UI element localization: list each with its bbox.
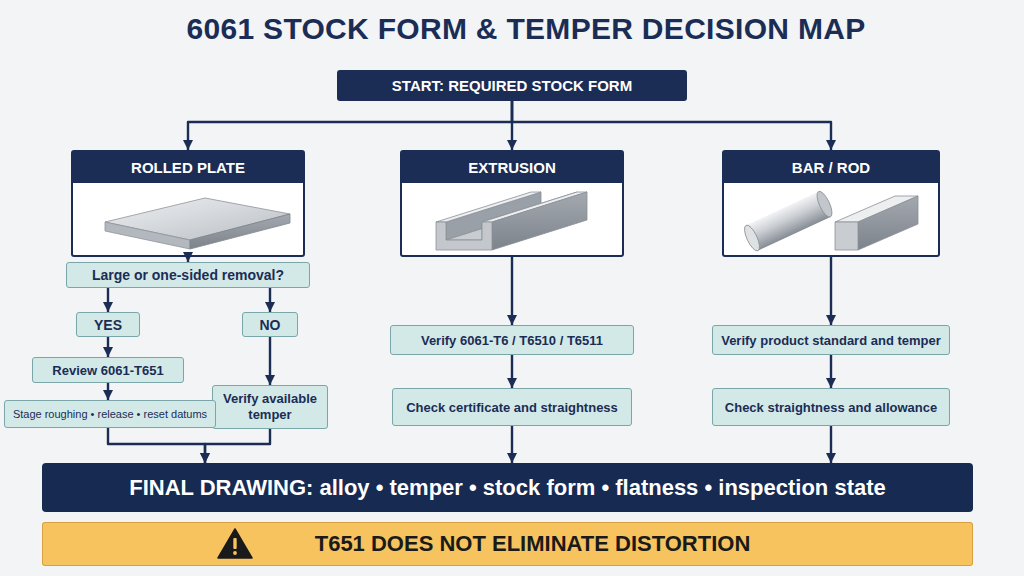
flow-connector <box>108 428 205 463</box>
flow-connector <box>188 101 512 150</box>
warning-icon <box>218 529 252 558</box>
warning-mark <box>233 538 236 549</box>
process-box: Review 6061-T651 <box>32 357 184 383</box>
node-text: Verify 6061-T6 / T6510 / T6511 <box>396 333 628 348</box>
answer-box: YES <box>76 312 140 337</box>
plate-side <box>190 214 290 249</box>
process-box: Stage roughing • release • reset datums <box>4 400 216 428</box>
process-box: Verify available temper <box>212 385 328 429</box>
flow-connector <box>107 383 109 400</box>
bar-side <box>858 196 918 250</box>
warning-band: T651 DOES NOT ELIMINATE DISTORTION <box>42 522 973 566</box>
process-box: Check straightness and allowance <box>712 388 950 426</box>
node-text: T651 DOES NOT ELIMINATE DISTORTION <box>93 531 972 557</box>
stock-card: BAR / ROD <box>722 150 940 257</box>
node-text: NO <box>248 317 292 333</box>
flow-connector <box>830 257 832 325</box>
bar-face <box>835 222 858 250</box>
process-box: Verify product standard and temper <box>712 325 950 355</box>
flow-connector <box>269 337 271 385</box>
flow-connector <box>830 426 832 463</box>
flow-connector <box>830 355 832 388</box>
node-text: Check certificate and straightness <box>398 400 626 415</box>
decision-box: Large or one-sided removal? <box>66 262 310 288</box>
rod-end <box>814 189 835 219</box>
diagram-title: 6061 STOCK FORM & TEMPER DECISION MAP <box>26 12 1024 46</box>
warning-mark <box>233 551 237 555</box>
node-text: BAR / ROD <box>724 152 938 183</box>
node-text: Review 6061-T651 <box>38 363 178 378</box>
start-box: START: REQUIRED STOCK FORM <box>337 70 687 101</box>
flow-connector <box>512 101 831 150</box>
stock-card: ROLLED PLATE <box>71 150 305 257</box>
plate-front <box>105 222 190 249</box>
node-text: YES <box>82 317 134 333</box>
final-band: FINAL DRAWING: alloy • temper • stock fo… <box>42 463 973 512</box>
flow-connector <box>511 257 513 325</box>
node-text: Large or one-sided removal? <box>72 267 304 283</box>
rod-face <box>742 223 763 253</box>
plate-illustration <box>105 198 290 249</box>
process-box: Verify 6061-T6 / T6510 / T6511 <box>390 325 634 355</box>
process-box: Check certificate and straightness <box>392 388 632 426</box>
card-panel <box>722 150 940 257</box>
node-text: ROLLED PLATE <box>73 152 303 183</box>
warning-triangle <box>218 529 252 558</box>
flow-connector <box>107 288 109 312</box>
card-panel <box>400 150 624 257</box>
flow-connector <box>269 288 271 312</box>
card-panel <box>71 150 305 257</box>
warning-band-fill <box>42 522 973 566</box>
rod-illustration <box>742 189 835 252</box>
flow-connector <box>107 337 109 357</box>
flow-connector <box>511 426 513 463</box>
node-text: Stage roughing • release • reset datums <box>9 408 211 420</box>
channel-illustration <box>436 192 587 250</box>
channel-side <box>492 192 587 250</box>
node-text: Verify product standard and temper <box>718 333 944 348</box>
node-text: EXTRUSION <box>402 152 622 183</box>
answer-box: NO <box>242 312 298 337</box>
node-text: Verify available temper <box>218 391 322 422</box>
node-text: START: REQUIRED STOCK FORM <box>347 77 677 94</box>
flow-connector <box>205 429 270 463</box>
flow-connector <box>511 355 513 388</box>
channel-profile <box>436 222 492 250</box>
node-text: Check straightness and allowance <box>718 400 944 415</box>
square-bar-illustration <box>835 196 918 250</box>
node-text: FINAL DRAWING: alloy • temper • stock fo… <box>52 475 963 501</box>
stock-card: EXTRUSION <box>400 150 624 257</box>
